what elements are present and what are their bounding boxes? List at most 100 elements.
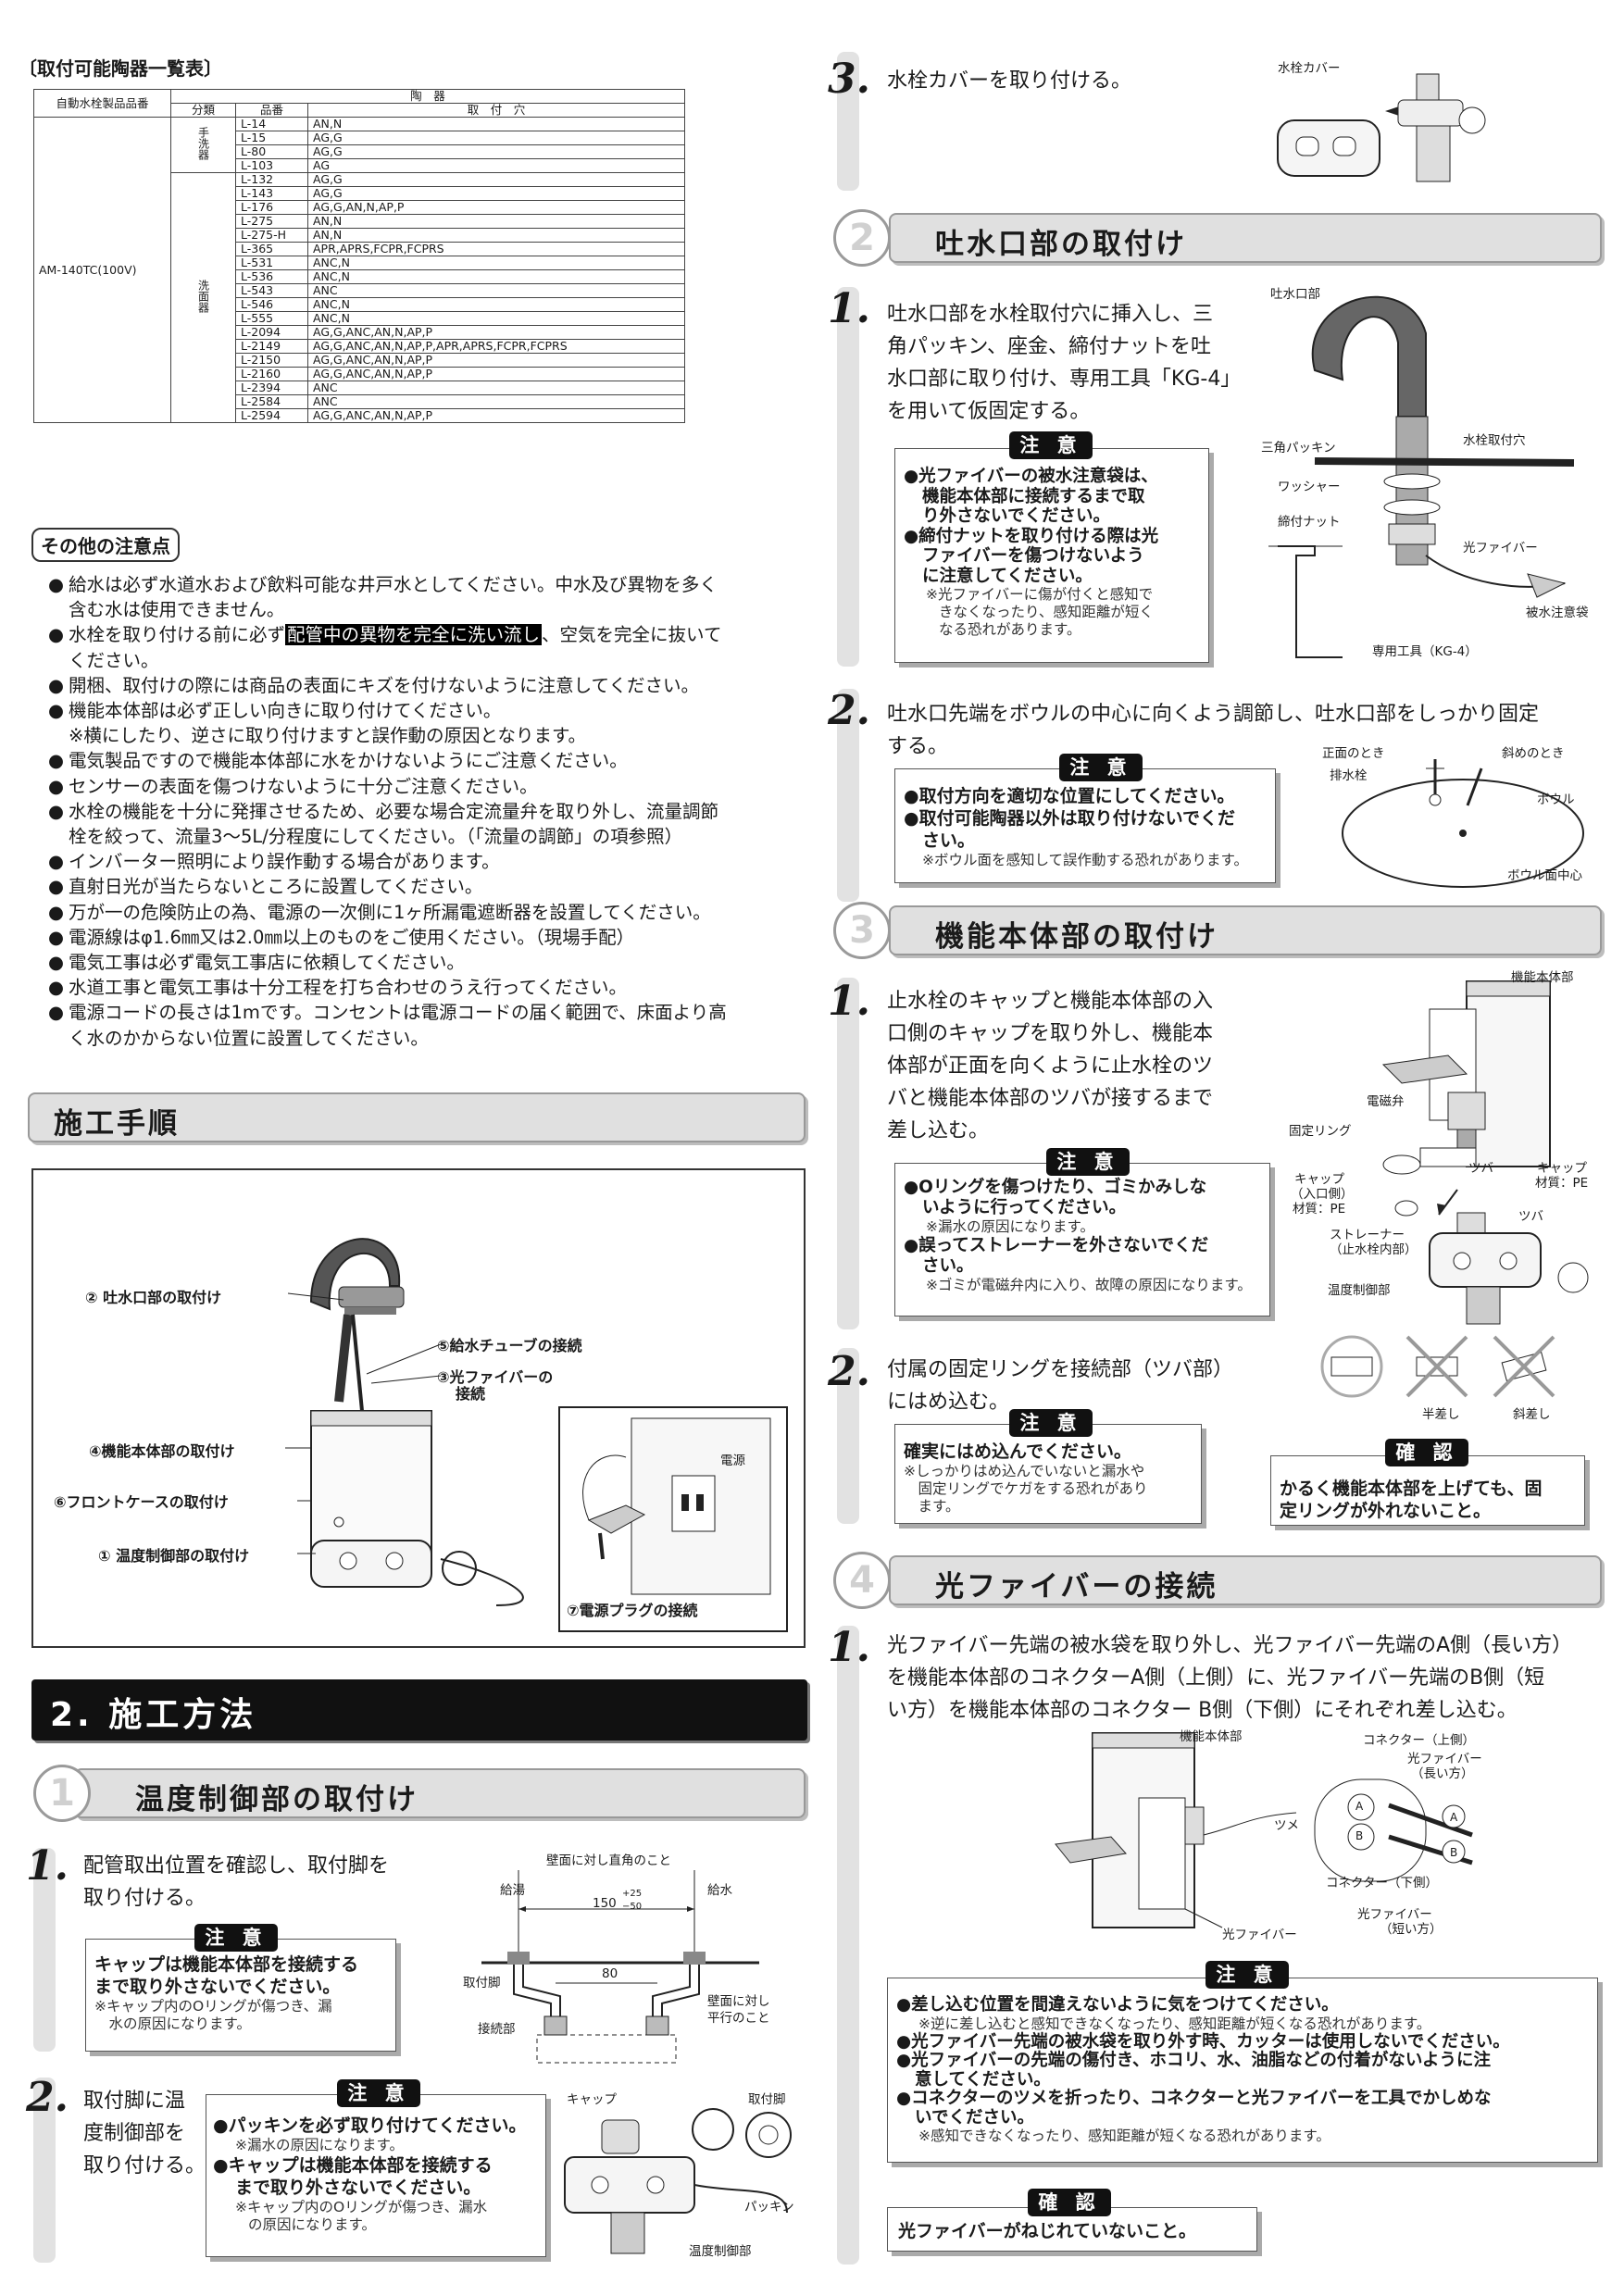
compat-partno: L-536 — [235, 269, 308, 284]
method-heading: 2. 施工方法 — [50, 1696, 257, 1734]
compat-holes: APR,APRS,FCPR,FCPRS — [307, 242, 685, 256]
s2-d1-nut: 締付ナット — [1278, 515, 1341, 530]
s1-note2-line2: ※漏水の原因になります。 — [235, 2137, 404, 2153]
notes-item: ●給水は必ず水道水および飲料可能な井戸水としてください。中水及び異物を多く — [48, 574, 718, 595]
s2-step1-line3: 水口部に取り付け、専用工具「KG-4」 — [887, 368, 1242, 391]
s1-note1-box — [85, 1939, 396, 2052]
compat-holes: ANC — [307, 381, 685, 395]
s1-step1-line2: 取り付ける。 — [83, 1887, 206, 1910]
s3-note1-line2: いように行ってください。 — [922, 1198, 1127, 1217]
notes-item: ●電気工事は必ず電気工事店に依頼してください。 — [48, 952, 465, 974]
s2-step1-line2: 角パッキン、座金、締付ナットを吐 — [887, 335, 1212, 358]
s3-d1-flange2: ツバ — [1518, 1209, 1543, 1224]
proc-label-body: ④機能本体部の取付け — [89, 1442, 235, 1460]
proc-label-spout: ② 吐水口部の取付け — [85, 1289, 222, 1306]
notes-list: ●給水は必ず水道水および飲料可能な井戸水としてください。中水及び異物を多く含む水… — [48, 572, 807, 1051]
s3-diagram1 — [1381, 980, 1589, 1325]
notes-item: ●水道工事と電気工事は十分工程を打ち合わせのうえ行ってください。 — [48, 977, 627, 999]
compat-partno: L-546 — [235, 297, 308, 312]
s2-note1-line9: なる恐れがあります。 — [939, 621, 1081, 638]
s2-step2-line1: 吐水口先端をボウルの中心に向くよう調節し、吐水口部をしっかり固定 — [887, 703, 1540, 726]
compat-partno: L-15 — [235, 131, 308, 145]
s3-diagram2 — [1320, 1335, 1555, 1398]
s2-note1-label: 注 意 — [1009, 431, 1093, 459]
s2-diagram1 — [1268, 295, 1575, 658]
s2-d1-fiber: 光ファイバー — [1463, 541, 1538, 555]
s1-note2-line1: ●パッキンを必ず取り付けてください。 — [213, 2115, 527, 2136]
compat-partno: L-2160 — [235, 367, 308, 381]
compat-partno: L-80 — [235, 144, 308, 159]
compat-partno: L-14 — [235, 117, 308, 131]
s2-d1-spout: 吐水口部 — [1270, 287, 1320, 302]
s2-d1-tool: 専用工具（KG-4） — [1372, 644, 1478, 659]
s3-d1-ring: 固定リング — [1289, 1124, 1352, 1139]
s3-d1-body: 機能本体部 — [1511, 970, 1574, 985]
proc-label-fiber2: 接続 — [456, 1385, 486, 1403]
s4-d-fiber-short2: （短い方） — [1380, 1922, 1443, 1937]
compat-col-category: 分類 — [170, 103, 236, 118]
s1-heading-bar — [74, 1768, 806, 1818]
s1-note1-line3: ※キャップ内のOリングが傷つき、漏 — [94, 1998, 332, 2015]
compat-holes: AG,G,ANC,AN,N,AP,P,APR,APRS,FCPR,FCPRS — [307, 339, 685, 354]
s1-step2-line2: 度制御部を — [83, 2122, 186, 2145]
s3-confirm-line1: かるく機能本体部を上げても、固 — [1280, 1479, 1543, 1499]
s1-d1-dim: 150 — [593, 1896, 617, 1911]
s1-note2-line5: ※キャップ内のOリングが傷つき、漏水 — [235, 2199, 488, 2215]
compat-partno: L-275 — [235, 214, 308, 229]
proc-label-fiber: ③光ファイバーの — [437, 1368, 554, 1386]
compat-partno: L-2594 — [235, 408, 308, 423]
compat-heading: 〔取付可能陶器一覧表〕 — [19, 57, 222, 80]
notes-item-cont: ※横にしたり、逆さに取り付けますと誤作動の原因となります。 — [69, 725, 587, 747]
s2-diagram2 — [1342, 759, 1584, 888]
s4-d-a2: A — [1450, 1811, 1458, 1824]
compat-partno: L-103 — [235, 158, 308, 173]
s1-d1-wall: 壁面に対し直角のこと — [546, 1853, 671, 1868]
notes-highlight: 配管中の異物を完全に洗い流し — [285, 624, 543, 646]
s3-note2-line4: ます。 — [904, 1498, 960, 1515]
proc-label-power: 電源 — [720, 1454, 745, 1468]
s1-step2-line3: 取り付ける。 — [83, 2154, 206, 2177]
s1-d1-hot: 給湯 — [500, 1883, 525, 1898]
s2-note1-box — [894, 448, 1209, 663]
s2-note1-line2: 機能本体部に接続するまで取 — [922, 486, 1145, 506]
s2-d2-front: 正面のとき — [1322, 746, 1385, 761]
s2-note2-line3: さい。 — [922, 830, 976, 851]
s4-step1-line2: を機能本体部のコネクターA側（上側）に、光ファイバー先端のB側（短 — [887, 1666, 1545, 1690]
s2-heading-bar — [889, 213, 1602, 263]
s3-d2-oblique: 斜差し — [1513, 1407, 1551, 1422]
s1-d1-parallel2: 平行のこと — [707, 2011, 770, 2026]
s4-step1-line3: い方）を機能本体部のコネクター B側（下側）にそれぞれ差し込む。 — [887, 1699, 1518, 1722]
s3-step2-bar — [837, 1348, 859, 1524]
s1-diagram2 — [564, 2108, 792, 2254]
s4-note-line2: ※逆に差し込むと感知できなくなったり、感知距離が短くなる恐れがあります。 — [918, 2015, 1431, 2032]
s3-step1-line2: 口側のキャップを取り外し、機能本 — [887, 1022, 1214, 1045]
notes-item: ●センサーの表面を傷つけないように十分ご注意ください。 — [48, 775, 538, 797]
s3-d1-cap1-side: （入口側） — [1291, 1187, 1354, 1202]
s4-confirm-label: 確 認 — [1028, 2189, 1111, 2216]
s2-note1-line3: り外さないでください。 — [922, 506, 1110, 526]
s3-heading-bar — [889, 905, 1602, 955]
s2-step2-number: 2. — [828, 687, 870, 734]
s1-d2-leg: 取付脚 — [748, 2092, 786, 2107]
s2-note1-line7: ※光ファイバーに傷が付くと感知で — [926, 586, 1154, 603]
s1-step2-number: 2. — [26, 2074, 69, 2121]
compat-col-holes: 取 付 穴 — [307, 103, 685, 118]
s2-step2-line2: する。 — [887, 735, 949, 758]
s4-note-line4: ●光ファイバーの先端の傷付き、ホコリ、水、油脂などの付着がないように注 — [896, 2051, 1492, 2070]
compat-holes: AN,N — [307, 214, 685, 229]
s4-note-line1: ●差し込む位置を間違えないように気をつけてください。 — [896, 1995, 1339, 2015]
notes-item: ●水栓の機能を十分に発揮させるため、必要な場合定流量弁を取り外し、流量調節 — [48, 800, 719, 822]
s2-d1-hole: 水栓取付穴 — [1463, 433, 1526, 448]
s3-d1-cap2-mat: 材質：PE — [1535, 1176, 1589, 1191]
method-heading-bar — [31, 1679, 807, 1741]
s3-d1-cap2: キャップ — [1537, 1161, 1587, 1176]
compat-partno: L-275-H — [235, 228, 308, 243]
s1-d1-leg: 取付脚 — [463, 1976, 501, 1990]
compat-holes: AN,N — [307, 228, 685, 243]
notes-item: ●万が一の危険防止の為、電源の一次側に1ヶ所漏電遮断器を設置してください。 — [48, 901, 711, 923]
s3-note2-line2: ※しっかりはめ込んでいないと漏水や — [904, 1463, 1145, 1479]
proc-label-tube: ⑤給水チューブの接続 — [437, 1337, 582, 1354]
